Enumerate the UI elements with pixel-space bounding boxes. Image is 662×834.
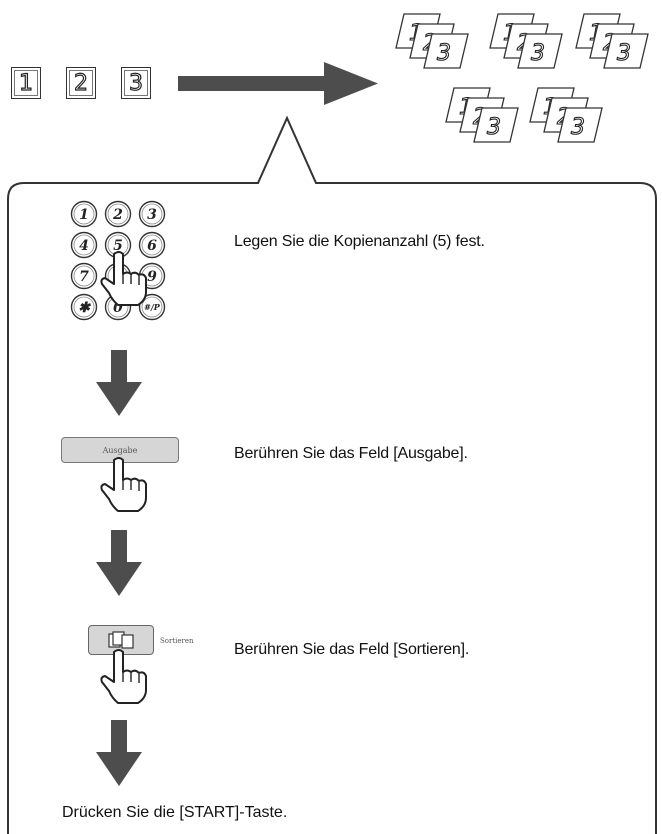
copy-sheet-number: 3 (487, 115, 501, 140)
copy-sheet: 3 (557, 107, 603, 143)
sort-button[interactable] (88, 625, 154, 655)
keypad-key-label: 1 (79, 207, 89, 223)
keypad-key-label: ✱ (78, 300, 91, 316)
copy-sheet: 3 (603, 33, 649, 69)
sort-button-label: Sortieren (160, 637, 194, 645)
step-3-text: Berühren Sie das Feld [Sortieren]. (234, 641, 470, 658)
step-1-text: Legen Sie die Kopienanzahl (5) fest. (234, 233, 485, 250)
keypad-key-label: 6 (147, 238, 157, 254)
keypad-key-label: 0 (113, 300, 123, 316)
keypad-key[interactable]: 7 (70, 262, 98, 290)
original-page-3: 3 (121, 67, 151, 99)
keypad-key-label: #/P (144, 302, 161, 312)
copy-sheet-number: 3 (571, 115, 585, 140)
down-arrow-icon (96, 350, 142, 416)
collated-copy-set: 123 (529, 87, 603, 143)
original-page-2: 2 (66, 67, 96, 99)
copy-sheet: 3 (423, 33, 469, 69)
down-arrow-icon (96, 530, 142, 596)
ausgabe-button-label: Ausgabe (102, 445, 138, 455)
pointing-hand-icon (100, 251, 147, 306)
copy-sheet: 3 (473, 107, 519, 143)
copy-sheet: 3 (517, 33, 563, 69)
copy-sheet-number: 3 (531, 41, 545, 66)
collated-copy-set: 123 (575, 13, 649, 69)
collated-copy-set: 123 (445, 87, 519, 143)
keypad-key-label: 2 (112, 207, 123, 223)
keypad-key-label: 3 (147, 207, 157, 223)
keypad-key-label: 4 (79, 238, 89, 254)
keypad-key[interactable]: 3 (138, 200, 166, 228)
keypad-key[interactable]: 4 (70, 231, 98, 259)
keypad-key[interactable]: #/P (138, 293, 166, 321)
keypad-key[interactable]: ✱ (70, 293, 98, 321)
step-2-text: Berühren Sie das Feld [Ausgabe]. (234, 445, 468, 462)
keypad-key-label: 5 (113, 238, 123, 254)
pointing-hand-icon (100, 649, 147, 704)
collated-copy-set: 123 (489, 13, 563, 69)
copy-sheet-number: 3 (437, 41, 451, 66)
keypad-key-label: 9 (147, 269, 157, 285)
keypad-key[interactable]: 1 (70, 200, 98, 228)
final-step-text: Drücken Sie die [START]-Taste. (62, 804, 288, 821)
keypad-key-label: 7 (79, 269, 89, 285)
collated-output-sets: 123123123123123 (395, 13, 649, 143)
original-page-1: 1 (11, 67, 41, 99)
down-arrow-icon (96, 720, 142, 786)
copy-sheet-number: 3 (617, 41, 631, 66)
process-arrow-icon (178, 62, 378, 105)
keypad-key[interactable]: 2 (104, 200, 132, 228)
keypad-key[interactable]: 6 (138, 231, 166, 259)
pointing-hand-icon (100, 457, 147, 512)
sort-icon (108, 631, 134, 649)
collated-copy-set: 123 (395, 13, 469, 69)
